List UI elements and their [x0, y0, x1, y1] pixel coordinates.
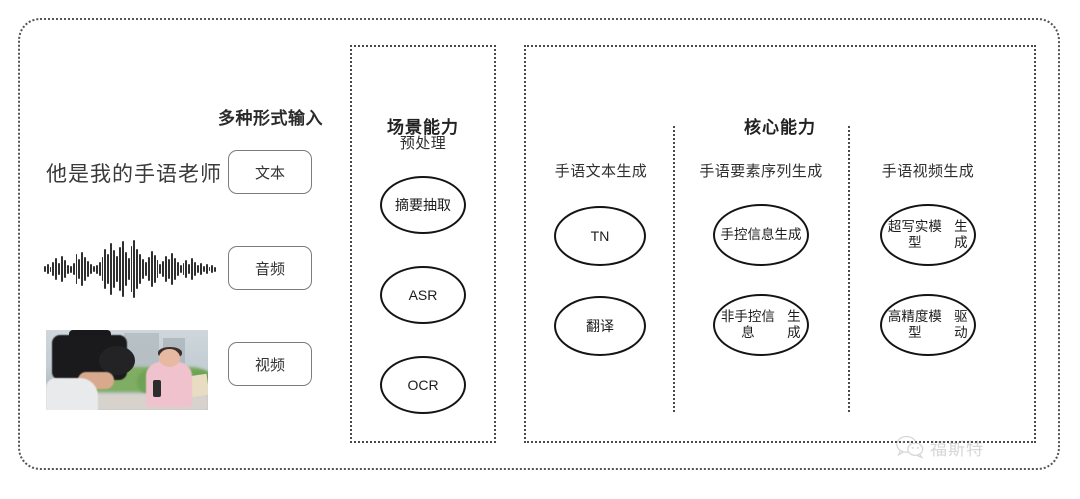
- core-node-highprecision-model[interactable]: 高精度模型驱动: [880, 294, 976, 356]
- core-column-divider-1: [673, 126, 675, 412]
- input-modality-audio[interactable]: 音频: [228, 246, 312, 290]
- input-modality-audio-label: 音频: [254, 260, 285, 278]
- core-node-manual-info[interactable]: 手控信息生成: [713, 204, 809, 266]
- scene-group-label: 预处理: [399, 135, 447, 152]
- core-column-2-label: 手语要素序列生成: [699, 163, 823, 180]
- core-column-divider-2: [848, 126, 850, 412]
- scene-panel-title: 场景能力: [387, 118, 459, 137]
- core-node-tn[interactable]: TN: [554, 206, 646, 266]
- waveform-icon: [43, 238, 217, 300]
- input-section-heading: 多种形式输入: [218, 109, 323, 128]
- core-node-nonmanual-info[interactable]: 非手控信息生成: [713, 294, 809, 356]
- watermark: 福斯特: [896, 430, 1046, 464]
- core-column-3-label: 手语视频生成: [881, 163, 975, 180]
- input-modality-text-label: 文本: [254, 164, 285, 182]
- input-modality-text[interactable]: 文本: [228, 150, 312, 194]
- input-modality-video[interactable]: 视频: [228, 342, 312, 386]
- core-node-hyperreal-model[interactable]: 超写实模型生成: [880, 204, 976, 266]
- wechat-icon: [896, 435, 924, 459]
- scene-node-summary[interactable]: 摘要抽取: [380, 176, 466, 234]
- video-thumbnail: [46, 330, 208, 410]
- input-modality-video-label: 视频: [254, 356, 285, 374]
- sample-text-line: 他是我的手语老师: [46, 163, 222, 186]
- watermark-text: 福斯特: [930, 439, 984, 459]
- core-node-translate[interactable]: 翻译: [554, 296, 646, 356]
- core-column-1-label: 手语文本生成: [554, 163, 648, 180]
- scene-node-asr[interactable]: ASR: [380, 266, 466, 324]
- scene-node-ocr[interactable]: OCR: [380, 356, 466, 414]
- core-panel-title: 核心能力: [744, 118, 816, 137]
